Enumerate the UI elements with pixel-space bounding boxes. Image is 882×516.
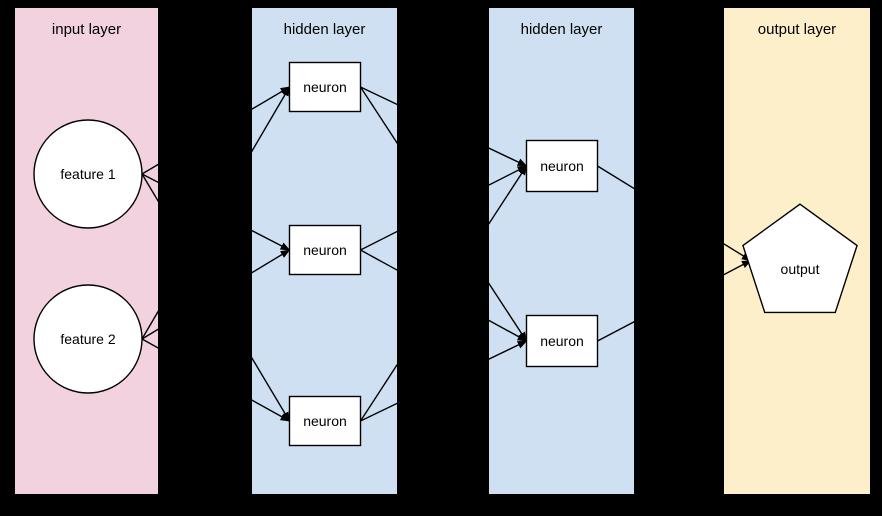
layer-title-hidden-layer-1: hidden layer [283,21,366,38]
layer-band-hidden-layer-2 [489,8,634,494]
layer-band-input-layer [15,8,158,494]
layer-band-hidden-layer-1 [252,8,397,494]
layer-title-input-layer: input layer [51,21,122,38]
layer-title-output-layer: output layer [757,21,837,38]
layer-title-hidden-layer-2: hidden layer [520,21,603,38]
layer-band-output-layer [724,8,870,494]
